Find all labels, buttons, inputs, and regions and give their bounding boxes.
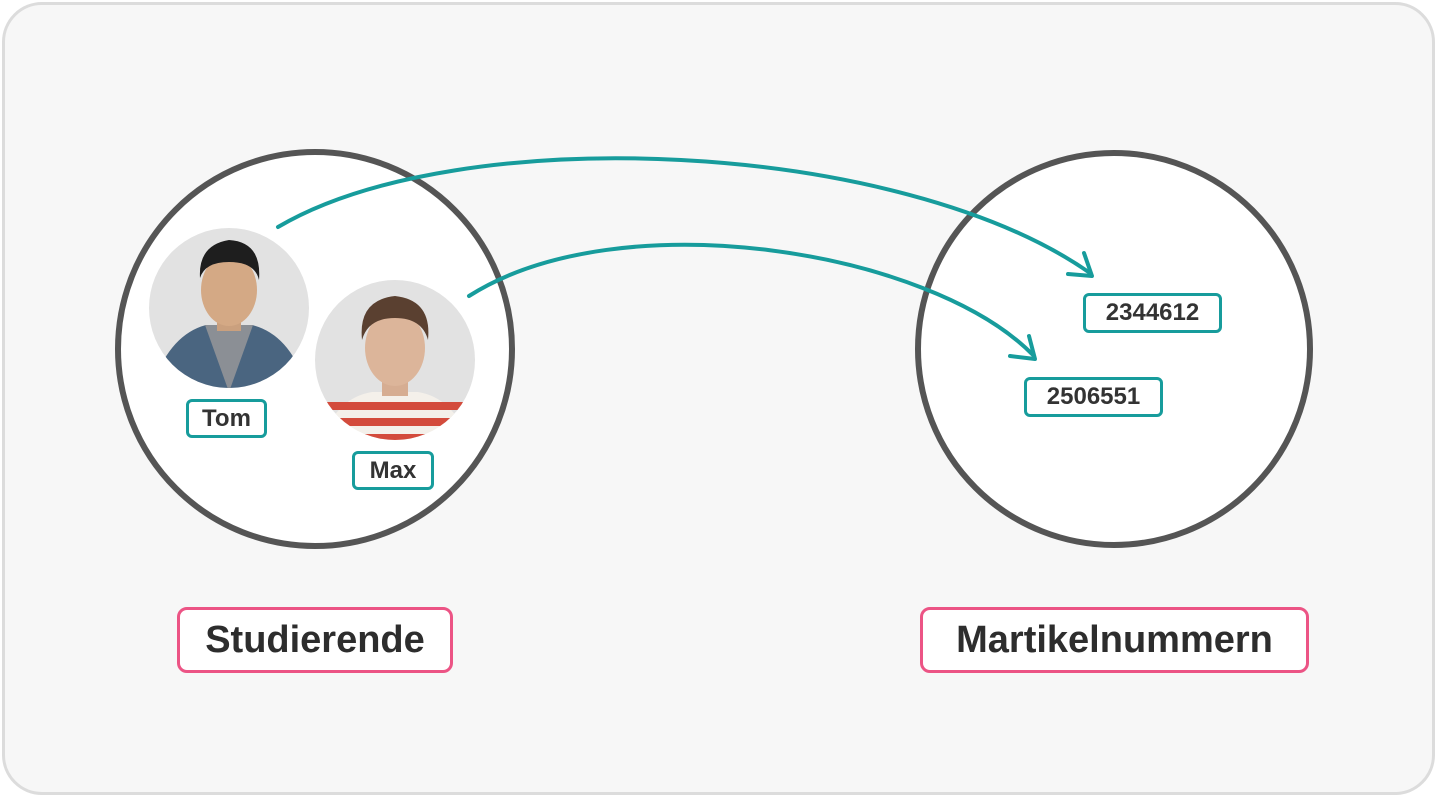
member-tag-max: Max xyxy=(352,451,434,490)
codomain-set-label: Martikelnummern xyxy=(920,607,1309,673)
mapping-arrow-max xyxy=(467,242,1037,361)
domain-set-label: Studierende xyxy=(177,607,453,673)
codomain-set-circle xyxy=(915,150,1313,548)
id-tag-2344612: 2344612 xyxy=(1083,293,1222,333)
person-photo-icon xyxy=(150,240,308,388)
avatar-tom xyxy=(149,228,309,388)
mapping-arrow-tom xyxy=(276,156,1094,278)
id-tag-2506551: 2506551 xyxy=(1024,377,1163,417)
member-tag-tom: Tom xyxy=(186,399,267,438)
